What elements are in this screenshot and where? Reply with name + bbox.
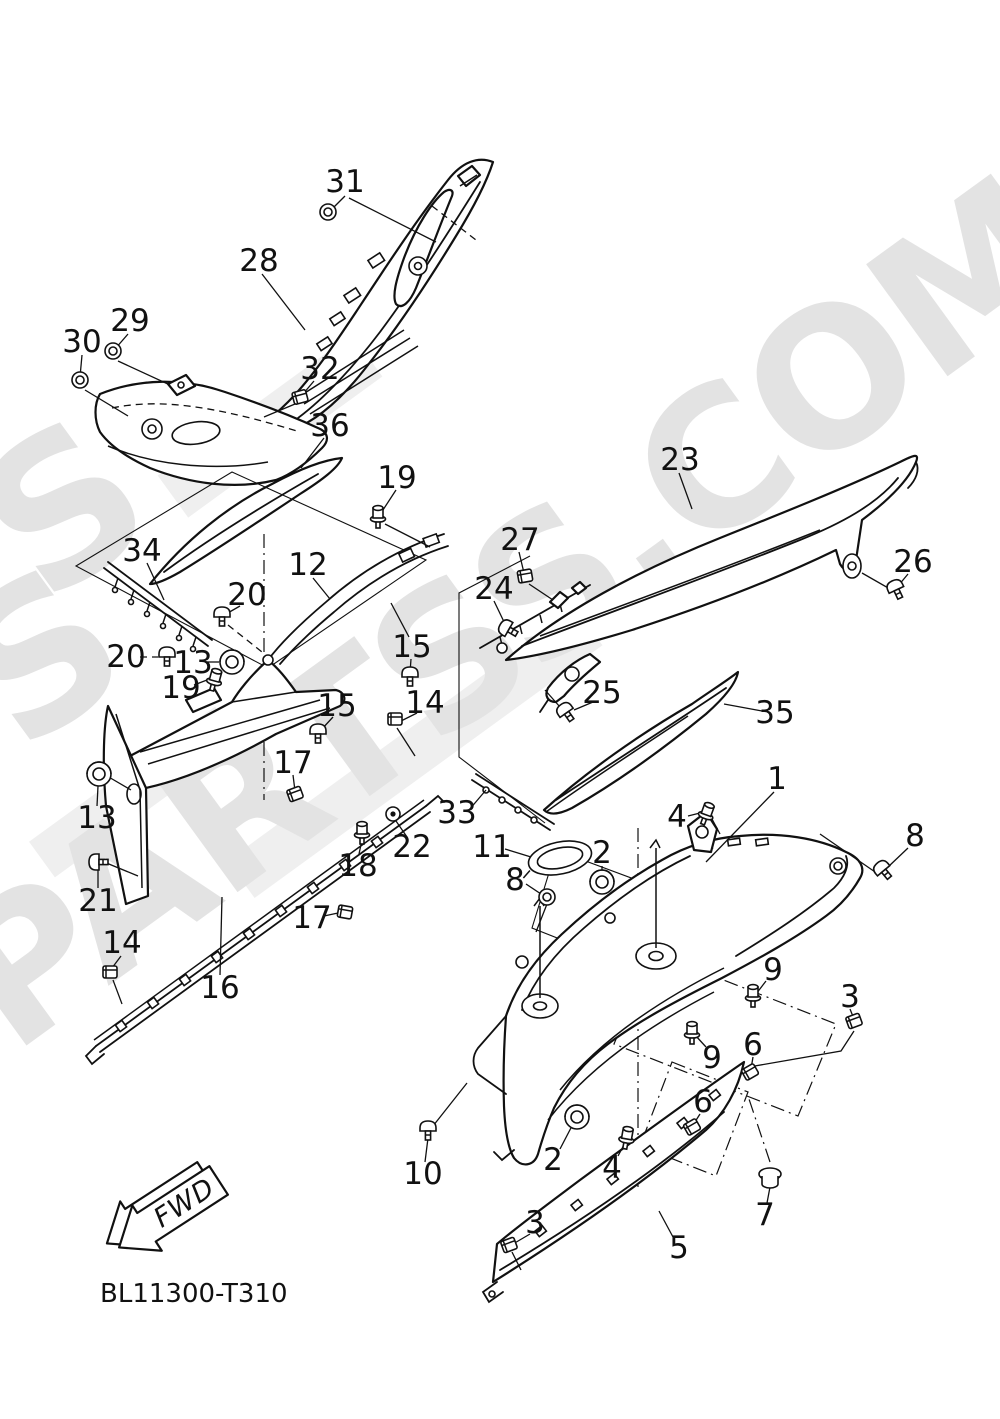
cap-part-11 xyxy=(522,840,593,879)
part-28-side-cover-upper xyxy=(241,158,495,433)
bolt-icon xyxy=(744,983,762,1008)
callout-20-15: 20 xyxy=(106,639,145,675)
callout-5-47: 5 xyxy=(669,1230,689,1266)
clip-icon xyxy=(102,965,118,979)
part-25-bracket xyxy=(539,652,602,713)
clip-icon xyxy=(387,712,403,726)
callout-19-7: 19 xyxy=(377,460,416,496)
callout-25-18: 25 xyxy=(582,675,621,711)
callout-31-0: 31 xyxy=(325,164,364,200)
part-5-lower-rail xyxy=(481,1060,746,1304)
plug-icon xyxy=(758,1167,782,1189)
screw-icon xyxy=(88,853,109,871)
callout-15-14: 15 xyxy=(392,629,431,665)
callout-14-19: 14 xyxy=(405,685,444,721)
callout-16-37: 16 xyxy=(200,970,239,1006)
grommet-icon xyxy=(86,761,112,787)
callout-24-12: 24 xyxy=(474,571,513,607)
callout-23-6: 23 xyxy=(660,442,699,478)
part-12-frame-rail xyxy=(116,532,449,792)
hardware-icons xyxy=(71,203,909,1254)
callout-20-13: 20 xyxy=(227,577,266,613)
callout-9-40: 9 xyxy=(702,1040,722,1076)
callout-4-26: 4 xyxy=(667,799,687,835)
grommet-icon xyxy=(538,888,556,906)
callout-3-38: 3 xyxy=(840,979,860,1015)
callout-15-20: 15 xyxy=(317,688,356,724)
part-35-fin-panel xyxy=(542,670,740,815)
callout-8-32: 8 xyxy=(505,862,525,898)
callout-6-41: 6 xyxy=(693,1084,713,1120)
callout-17-34: 17 xyxy=(292,900,331,936)
part-29-30-cover-piece xyxy=(94,373,328,486)
screw-icon xyxy=(419,1120,437,1141)
part-36-fin-panel xyxy=(148,456,344,586)
fwd-arrow: FWD xyxy=(105,1161,230,1252)
bolt-icon xyxy=(319,203,337,221)
clip-icon xyxy=(285,785,305,803)
clip-icon xyxy=(336,904,354,920)
screw-icon xyxy=(870,857,897,884)
part-1-footrest-panel xyxy=(472,810,864,1166)
callout-10-44: 10 xyxy=(403,1156,442,1192)
screw-icon xyxy=(309,723,327,744)
callout-35-21: 35 xyxy=(755,695,794,731)
callout-22-28: 22 xyxy=(392,829,431,865)
callout-30-3: 30 xyxy=(62,324,101,360)
callout-21-33: 21 xyxy=(78,883,117,919)
callout-32-4: 32 xyxy=(300,351,339,387)
callout-26-10: 26 xyxy=(893,544,932,580)
callout-17-22: 17 xyxy=(273,745,312,781)
callout-11-29: 11 xyxy=(472,829,511,865)
callout-4-43: 4 xyxy=(602,1150,622,1186)
callout-1-23: 1 xyxy=(767,761,787,797)
leader-lines xyxy=(79,195,909,1271)
bolt-icon xyxy=(104,342,122,360)
bolt-icon xyxy=(369,504,387,529)
callout-13-16: 13 xyxy=(173,645,212,681)
part-34-trim-strip xyxy=(103,561,213,653)
callout-7-45: 7 xyxy=(755,1197,775,1233)
callout-8-27: 8 xyxy=(905,818,925,854)
grommet-icon xyxy=(564,1104,590,1130)
callout-18-31: 18 xyxy=(338,848,377,884)
screw-icon xyxy=(884,576,909,603)
nut-icon xyxy=(385,806,401,822)
part-33-trim-strip xyxy=(471,773,555,831)
callout-13-25: 13 xyxy=(77,800,116,836)
callout-2-42: 2 xyxy=(543,1142,563,1178)
callout-2-30: 2 xyxy=(592,835,612,871)
callout-33-24: 33 xyxy=(437,795,476,831)
callout-3-46: 3 xyxy=(525,1205,545,1241)
screw-icon xyxy=(401,666,419,687)
callout-28-1: 28 xyxy=(239,243,278,279)
clip-icon xyxy=(516,568,534,584)
bolt-icon xyxy=(71,371,89,389)
part-23-side-cover xyxy=(479,454,919,662)
callout-14-35: 14 xyxy=(102,925,141,961)
callout-27-8: 27 xyxy=(500,522,539,558)
clip-icon xyxy=(290,388,310,406)
part-16-sill-rail xyxy=(84,794,445,1066)
bolt-icon xyxy=(683,1020,701,1045)
grommet-icon xyxy=(219,649,245,675)
callout-36-5: 36 xyxy=(310,408,349,444)
grommet-icon xyxy=(589,869,615,895)
diagram-code: BL11300-T310 xyxy=(100,1279,288,1309)
callout-9-36: 9 xyxy=(763,952,783,988)
clip-icon xyxy=(844,1012,864,1030)
callout-19-17: 19 xyxy=(161,670,200,706)
callout-12-11: 12 xyxy=(288,547,327,583)
callout-34-9: 34 xyxy=(122,533,161,569)
callout-29-2: 29 xyxy=(110,303,149,339)
callout-6-39: 6 xyxy=(743,1027,763,1063)
